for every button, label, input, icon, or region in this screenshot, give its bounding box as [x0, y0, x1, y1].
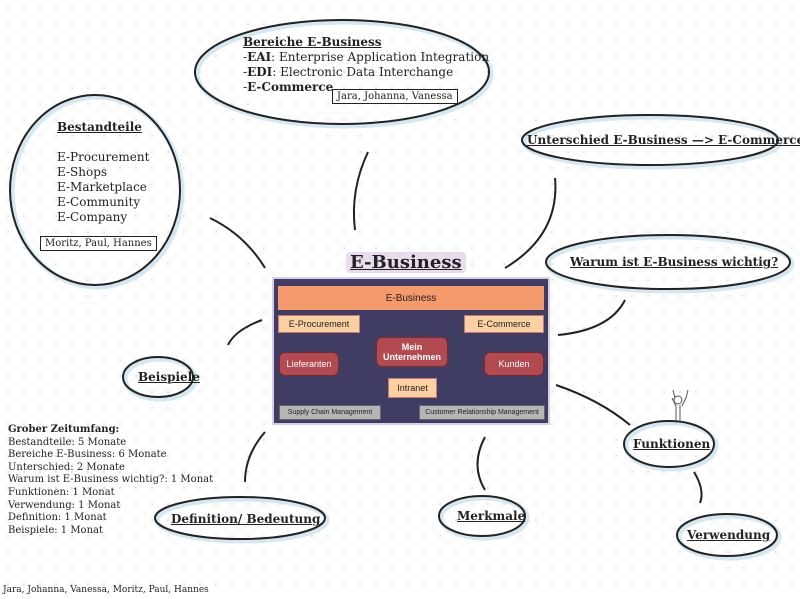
- graphic-mein-unternehmen: Mein Unternehmen: [376, 337, 448, 367]
- bestandteil-item: E-Company: [57, 210, 128, 224]
- graphic-ebusiness: E-Business: [278, 286, 544, 310]
- zeitumfang-line: Funktionen: 1 Monat: [8, 486, 115, 498]
- graphic-scm: Supply Chain Management: [279, 405, 381, 420]
- node-warum[interactable]: Warum ist E-Business wichtig?: [570, 255, 779, 269]
- graphic-kunden: Kunden: [484, 352, 544, 376]
- bestandteil-item: E-Marketplace: [57, 180, 147, 194]
- node-funktionen[interactable]: Funktionen: [633, 437, 711, 451]
- bereiche-bubble[interactable]: Bereiche E-Business -EAI: Enterprise App…: [243, 35, 490, 94]
- node-beispiele[interactable]: Beispiele: [138, 370, 200, 384]
- bestandteil-item: E-Procurement: [57, 150, 150, 164]
- zeitumfang-line: Definition: 1 Monat: [8, 512, 107, 524]
- zeitumfang-line: Bestandteile: 5 Monate: [8, 436, 127, 448]
- zeitumfang-line: Unterschied: 2 Monate: [8, 461, 125, 473]
- bereiche-heading: Bereiche E-Business: [243, 35, 382, 49]
- eai-abbr: EAI: [247, 50, 272, 64]
- zeitumfang-heading: Grober Zeitumfang:: [8, 424, 120, 435]
- node-definition[interactable]: Definition/ Bedeutung: [171, 512, 321, 526]
- zeitumfang-line: Bereiche E-Business: 6 Monate: [8, 449, 167, 461]
- zeitumfang-line: Beispiele: 1 Monat: [8, 524, 103, 536]
- zeitumfang-line: Verwendung: 1 Monat: [8, 499, 121, 511]
- footer-authors: Jara, Johanna, Vanessa, Moritz, Paul, Ha…: [3, 585, 209, 595]
- graphic-crm: Customer Relationship Management: [419, 405, 545, 420]
- bestandteile-bubble[interactable]: Bestandteile E-Procurement E-Shops E-Mar…: [57, 120, 149, 225]
- graphic-lieferanten: Lieferanten: [279, 352, 339, 376]
- edi-text: : Electronic Data Interchange: [272, 65, 454, 79]
- node-verwendung[interactable]: Verwendung: [687, 528, 771, 542]
- zeitumfang-line: Warum ist E-Business wichtig?: 1 Monat: [8, 474, 214, 486]
- edi-abbr: EDI: [247, 65, 273, 79]
- graphic-intranet: Intranet: [388, 378, 437, 398]
- graphic-procurement: E-Procurement: [278, 315, 360, 333]
- bereiche-authors: Jara, Johanna, Vanessa: [332, 89, 458, 104]
- ebusiness-graphic: E-Business E-Procurement E-Commerce Mein…: [272, 277, 550, 425]
- bestandteile-authors: Moritz, Paul, Hannes: [40, 236, 157, 251]
- node-unterschied[interactable]: Unterschied E-Business —> E-Commerce: [527, 133, 800, 147]
- bestandteile-heading: Bestandteile: [57, 120, 142, 134]
- bestandteil-item: E-Community: [57, 195, 141, 209]
- eai-text: : Enterprise Application Integration: [271, 50, 490, 64]
- ecommerce-abbr: E-Commerce: [247, 80, 334, 94]
- node-merkmale[interactable]: Merkmale: [457, 509, 526, 523]
- graphic-commerce: E-Commerce: [464, 315, 544, 333]
- central-title[interactable]: E-Business: [346, 252, 466, 273]
- bestandteil-item: E-Shops: [57, 165, 108, 179]
- zeitumfang: Grober Zeitumfang: Bestandteile: 5 Monat…: [8, 424, 213, 537]
